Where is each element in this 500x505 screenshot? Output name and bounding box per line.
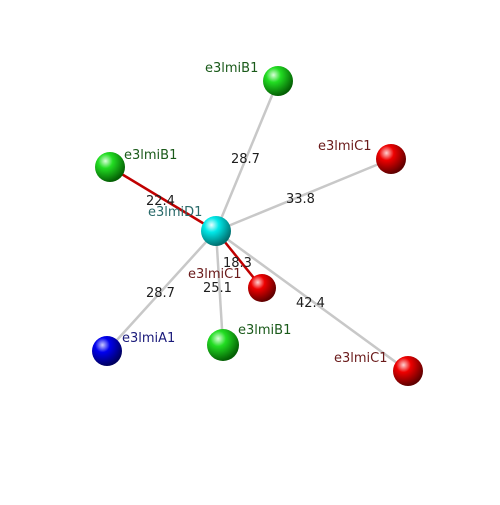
center-atom-label: e3lmiD1 [148,205,202,220]
atom-label: e3lmiB1 [205,61,258,76]
distance-label: 28.7 [231,152,260,167]
distance-label: 22.4 [146,194,175,209]
atom-labels: e3lmiB1 e3lmiC1 e3lmiB1 e3lmiC1 e3lmiB1 … [122,61,388,366]
atom-c1-right-sphere[interactable] [376,144,406,174]
center-atom-sphere[interactable] [201,216,231,246]
bond-b1-top [214,80,280,232]
atom-label: e3lmiB1 [124,148,177,163]
atom-label: e3lmiC1 [188,267,242,282]
bond-a1 [106,230,217,352]
bond-b1-bottom [214,230,225,346]
atom-b1-bottom-sphere[interactable] [207,329,239,361]
atom-c1-near-sphere[interactable] [248,274,276,302]
bond-layer [106,80,409,373]
atom-c1-far-sphere[interactable] [393,356,423,386]
distance-label: 33.8 [286,192,315,207]
atom-b1-left-sphere[interactable] [95,152,125,182]
distance-label: 28.7 [146,286,175,301]
atom-label: e3lmiC1 [334,351,388,366]
distance-label: 25.1 [203,281,232,296]
atom-b1-top-sphere[interactable] [263,66,293,96]
atom-label: e3lmiB1 [238,323,291,338]
distance-labels: 28.7 33.8 22.4 18.3 25.1 28.7 42.4 [146,152,325,311]
atom-label: e3lmiC1 [318,139,372,154]
atom-a1-sphere[interactable] [92,336,122,366]
bond-c1-right [215,157,392,233]
distance-label: 42.4 [296,296,325,311]
bond-b1-left [109,165,217,233]
atom-label: e3lmiA1 [122,331,175,346]
bond-c1-far [215,229,409,373]
atom-layer [92,66,423,386]
distance-label: 18.3 [223,256,252,271]
